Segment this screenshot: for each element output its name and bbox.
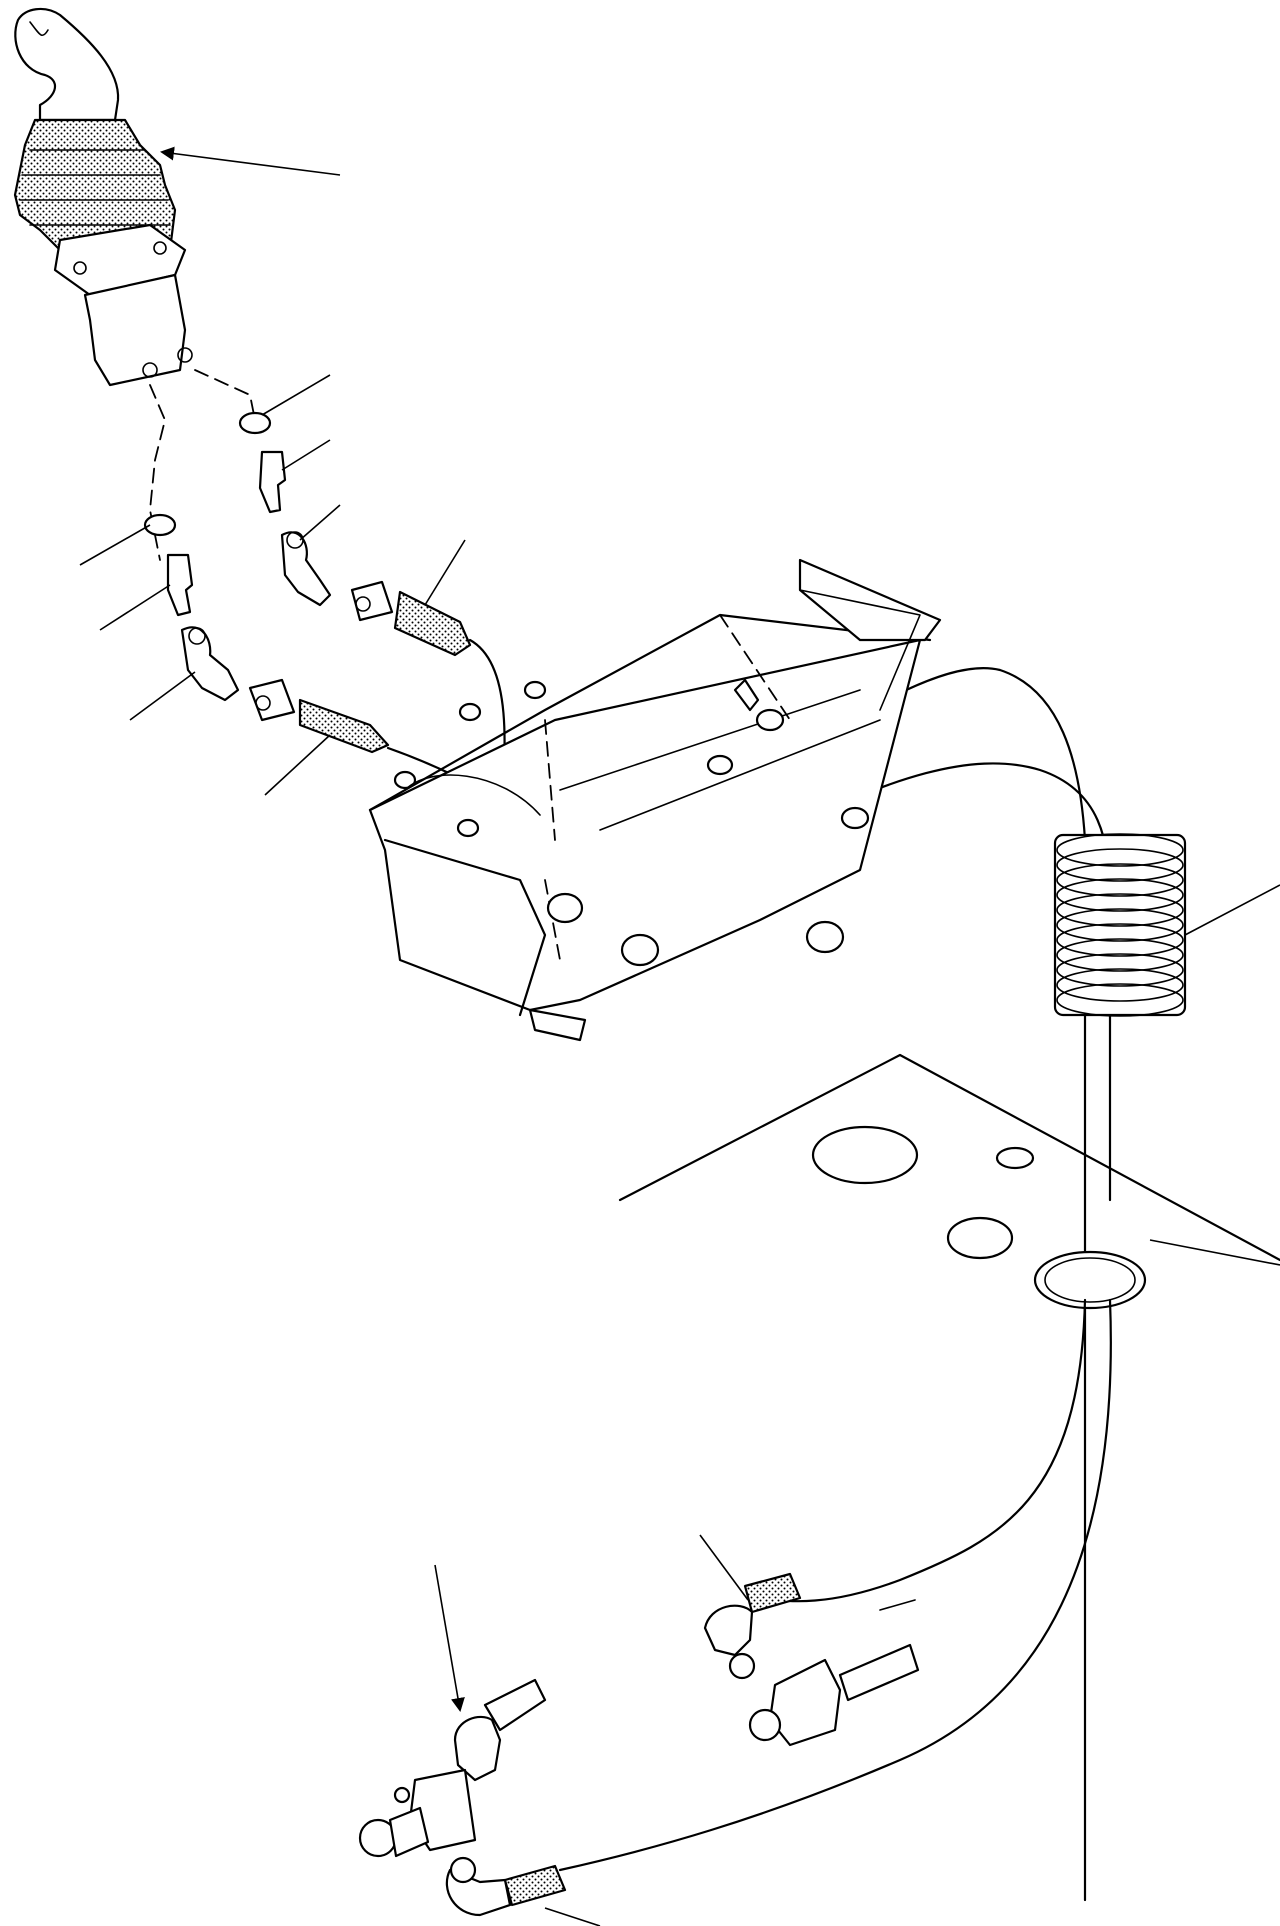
fitting-set-left — [143, 513, 390, 754]
elbow-fitting — [280, 531, 332, 607]
console-bolt — [456, 818, 480, 838]
plate-bolt-hole — [73, 261, 87, 275]
console-hole — [706, 754, 734, 776]
console-upper-bracket — [798, 558, 942, 642]
leader-line — [544, 1907, 601, 1926]
console-hole — [755, 708, 785, 732]
control-console — [368, 558, 942, 1042]
leader-line — [129, 671, 196, 721]
tee-port-body — [388, 1806, 430, 1858]
coil-ring — [1056, 968, 1184, 1002]
hose-nut — [350, 580, 394, 622]
o-ring — [238, 411, 272, 435]
tee-fitting — [768, 1658, 842, 1747]
floor-plate — [618, 1053, 1280, 1310]
hose-nut-bore — [255, 695, 271, 711]
coil-ring — [1056, 833, 1184, 867]
console-side-panel — [368, 638, 922, 1012]
coil-ring — [1056, 953, 1184, 987]
coil-body — [1053, 833, 1187, 1017]
leader-line — [99, 584, 171, 631]
tee-branch-hose-end — [879, 1599, 916, 1611]
leader-line — [699, 1534, 749, 1601]
leader-line — [299, 504, 341, 541]
valve-port — [142, 362, 158, 378]
elbow-fitting — [703, 1604, 754, 1657]
alignment-line-right — [194, 369, 256, 421]
console-clip — [733, 678, 760, 712]
floor-hole — [811, 1125, 919, 1185]
hose-sleeve — [743, 1572, 802, 1614]
joystick-boot-folds — [19, 149, 171, 226]
hose-sleeve — [298, 698, 390, 754]
floor-hole — [995, 1146, 1035, 1170]
coil-ring — [1056, 893, 1184, 927]
adapter-fitting — [166, 553, 194, 617]
console-hole — [840, 806, 870, 830]
leader-line — [264, 734, 331, 796]
leader-line — [1184, 884, 1280, 936]
coil-ring — [1056, 878, 1184, 912]
floor-grommet-inner — [1044, 1257, 1136, 1303]
console-inner-panel — [559, 689, 881, 831]
hose-nut-bore — [355, 596, 371, 612]
floor-plate-edge — [618, 1053, 1280, 1262]
leader-line — [1149, 1239, 1280, 1266]
upper-hose — [483, 1678, 547, 1732]
hose-lower-left — [558, 1298, 1112, 1872]
leader-arrow-joystick — [160, 146, 341, 176]
tee-cap — [393, 1786, 411, 1804]
console-top-edge — [368, 613, 932, 812]
adapter-fitting — [258, 450, 287, 514]
plate-bolt-hole — [153, 241, 167, 255]
leader-line — [79, 524, 151, 566]
elbow-fitting — [453, 1715, 502, 1782]
coil-ring — [1056, 938, 1184, 972]
leader-line — [424, 539, 466, 606]
hose-protector-coil — [1053, 833, 1187, 1017]
console-front-edge — [383, 838, 547, 1017]
console-recess — [404, 774, 541, 816]
floor-grommet — [1033, 1250, 1147, 1310]
hose-sleeve — [503, 1864, 567, 1907]
elbow-fitting — [180, 626, 240, 702]
console-hidden-edge — [544, 614, 791, 961]
lower-elbow-nut — [449, 1856, 477, 1884]
elbow-nut — [286, 531, 304, 549]
leader-line — [281, 439, 331, 471]
hose-sleeve — [393, 590, 472, 657]
leader-lines — [79, 146, 1280, 1926]
console-bolt — [523, 680, 547, 700]
console-bracket-edge — [799, 589, 921, 711]
joystick-lever — [13, 7, 193, 387]
console-bolt — [393, 770, 417, 790]
o-ring — [143, 513, 177, 537]
hose-lower-right — [758, 1298, 1087, 1603]
console-foot — [528, 1008, 587, 1042]
fitting-assembly-lower-right — [703, 1572, 920, 1747]
leader-arrow-lower — [434, 1564, 465, 1712]
console-bolt — [458, 702, 482, 722]
console-hole — [805, 920, 845, 954]
coil-ring — [1056, 908, 1184, 942]
joystick-grip-detail — [29, 21, 49, 37]
coil-ring — [1056, 863, 1184, 897]
fitting-assembly-lower-left — [358, 1678, 567, 1917]
elbow-nut — [188, 627, 206, 645]
floor-hole — [946, 1216, 1014, 1260]
console-hole — [546, 892, 584, 924]
valve-port — [177, 347, 193, 363]
joystick-valve-body — [83, 273, 187, 387]
leader-line — [261, 374, 331, 416]
tee-port — [748, 1708, 782, 1742]
console-hole — [620, 933, 660, 967]
coil-ring — [1056, 848, 1184, 882]
coil-ring — [1056, 923, 1184, 957]
joystick-grip — [14, 7, 120, 122]
hose-nut — [728, 1652, 756, 1680]
coil-ring — [1056, 983, 1184, 1017]
tee-branch-hose — [838, 1643, 920, 1702]
fitting-set-right — [238, 411, 472, 657]
